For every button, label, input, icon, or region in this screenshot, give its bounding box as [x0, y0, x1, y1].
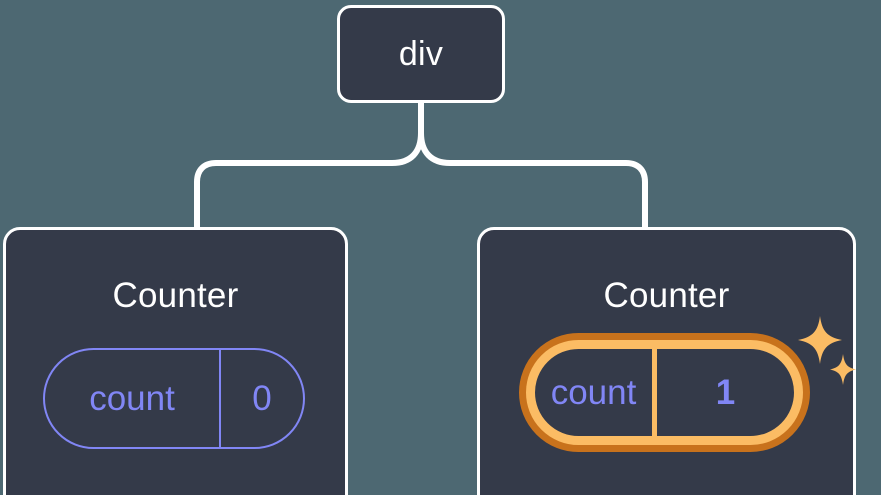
node-div-label: div	[398, 35, 444, 73]
sparkle-group	[798, 316, 856, 385]
node-div[interactable]: div	[337, 5, 505, 103]
sparkle-small-icon	[830, 354, 856, 385]
connector-path-left	[194, 130, 424, 230]
sparkle-large-icon	[798, 316, 842, 364]
state-key-label: count	[550, 373, 637, 412]
state-value-label: 1	[652, 349, 794, 436]
state-pill-count-right[interactable]: count 1	[519, 333, 810, 452]
state-pill-count-left[interactable]: count 0	[43, 348, 305, 449]
node-counter-right-label: Counter	[603, 276, 730, 315]
node-counter-left-label: Counter	[112, 276, 239, 315]
state-key-label: count	[89, 379, 175, 418]
connector-path	[418, 100, 648, 230]
state-value-label: 0	[219, 350, 303, 447]
state-pill-highlight-outer-ring	[519, 333, 810, 452]
state-pill-highlight-inner-ring: count 1	[526, 340, 803, 445]
